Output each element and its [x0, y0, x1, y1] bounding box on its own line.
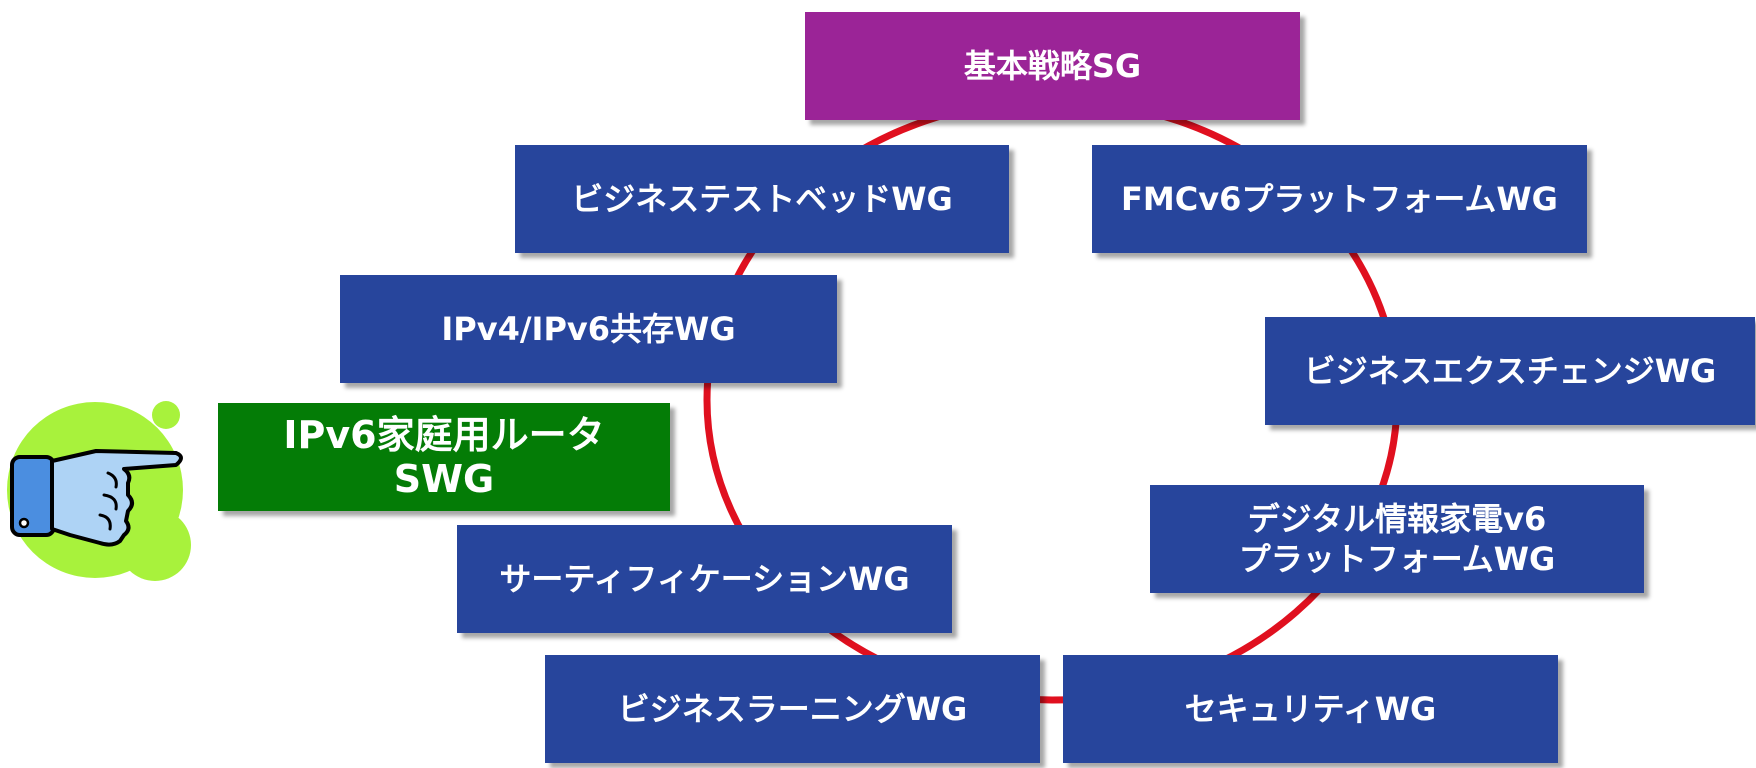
wg-label: ビジネスラーニングWG	[617, 690, 968, 728]
wg-label: サーティフィケーションWG	[499, 560, 910, 598]
strategy-sg-label: 基本戦略SG	[963, 47, 1142, 85]
swg-box-ipv6-home-router: IPv6家庭用ルータ SWG	[218, 403, 670, 511]
hand-blob-small	[152, 401, 180, 429]
wg-box-ipv4-ipv6-coexistence: IPv4/IPv6共存WG	[340, 275, 837, 383]
wg-box-business-testbed: ビジネステストベッドWG	[515, 145, 1009, 253]
swg-label-line-2: SWG	[393, 457, 495, 501]
wg-label: ビジネスエクスチェンジWG	[1303, 352, 1717, 390]
wg-label-line-2: プラットフォームWG	[1238, 540, 1556, 578]
wg-box-digital-appliance-v6-platform: デジタル情報家電v6 プラットフォームWG	[1150, 485, 1644, 593]
wg-label: ビジネステストベッドWG	[571, 180, 953, 218]
wg-box-certification: サーティフィケーションWG	[457, 525, 952, 633]
hand-blob-lower	[119, 509, 191, 581]
swg-label-line-1: IPv6家庭用ルータ	[283, 413, 605, 457]
hand-cuff	[10, 455, 56, 537]
wg-label: セキュリティWG	[1184, 690, 1437, 728]
wg-box-fmcv6-platform: FMCv6プラットフォームWG	[1092, 145, 1587, 253]
wg-label-line-1: デジタル情報家電v6	[1247, 500, 1547, 538]
hand-palm	[50, 449, 183, 547]
strategy-sg-box: 基本戦略SG	[805, 12, 1300, 120]
wg-box-business-exchange: ビジネスエクスチェンジWG	[1265, 317, 1755, 425]
wg-label: FMCv6プラットフォームWG	[1121, 180, 1558, 218]
wg-label: IPv4/IPv6共存WG	[441, 310, 736, 348]
pointing-hand-icon	[7, 401, 191, 581]
wg-box-security: セキュリティWG	[1063, 655, 1558, 763]
wg-box-business-learning: ビジネスラーニングWG	[545, 655, 1040, 763]
